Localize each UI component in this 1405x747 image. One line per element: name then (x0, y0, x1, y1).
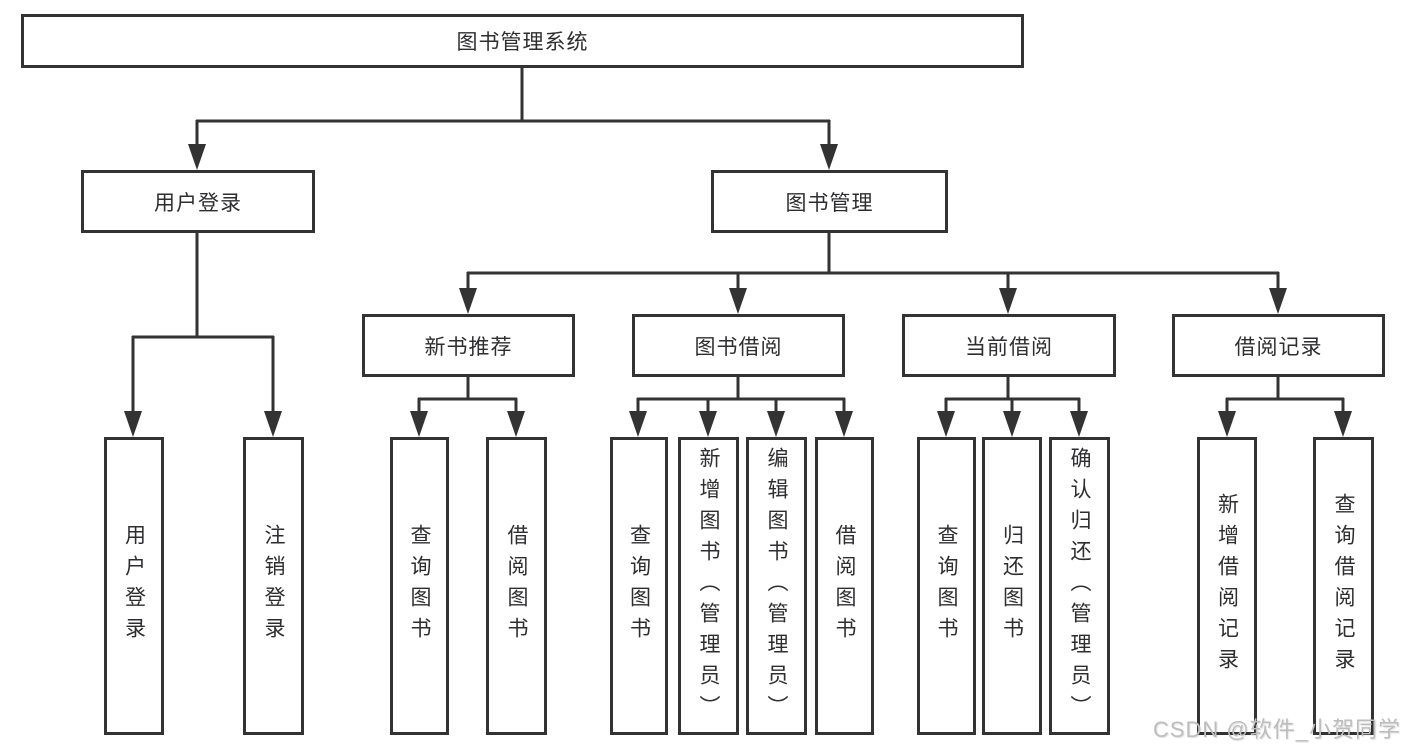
leaf-logout-label: 注销登录 (262, 524, 285, 648)
leaf-nb-borrow-books-label: 借阅图书 (505, 524, 528, 648)
leaf-br-add-record: 新增借阅记录 (1197, 437, 1257, 735)
leaf-user-login-label: 用户登录 (122, 524, 146, 648)
leaf-cb-query-books: 查询图书 (917, 437, 976, 735)
node-current-borrowing-label: 当前借阅 (965, 335, 1053, 359)
leaf-nb-query-books-label: 查询图书 (408, 524, 431, 648)
leaf-cb-query-books-label: 查询图书 (935, 524, 958, 648)
leaf-cb-confirm-return-admin-label: 确认归还（管理员） (1068, 446, 1091, 726)
leaf-bb-add-books-admin-label: 新增图书（管理员） (697, 446, 720, 726)
leaf-user-login: 用户登录 (104, 437, 164, 735)
node-borrowing-records: 借阅记录 (1172, 314, 1385, 377)
node-borrowing-records-label: 借阅记录 (1234, 335, 1323, 359)
node-root-label: 图书管理系统 (456, 31, 589, 54)
leaf-cb-return-books: 归还图书 (982, 437, 1042, 735)
leaf-br-query-record-label: 查询借阅记录 (1332, 493, 1355, 679)
leaf-logout: 注销登录 (243, 437, 304, 735)
node-new-book-recommend: 新书推荐 (362, 314, 575, 377)
leaf-br-query-record: 查询借阅记录 (1313, 437, 1374, 735)
csdn-watermark: CSDN @软件_小贺同学 (1152, 717, 1401, 742)
node-book-borrowing-label: 图书借阅 (694, 335, 783, 359)
leaf-nb-borrow-books: 借阅图书 (486, 437, 547, 735)
node-new-book-recommend-label: 新书推荐 (424, 335, 513, 359)
leaf-bb-add-books-admin: 新增图书（管理员） (678, 437, 739, 735)
node-current-borrowing: 当前借阅 (902, 314, 1116, 377)
leaf-br-add-record-label: 新增借阅记录 (1215, 493, 1239, 679)
node-user-login: 用户登录 (81, 170, 315, 233)
leaf-bb-edit-books-admin: 编辑图书（管理员） (746, 437, 807, 735)
leaf-cb-return-books-label: 归还图书 (1000, 524, 1024, 648)
node-user-login-label: 用户登录 (154, 191, 242, 215)
leaf-bb-query-books: 查询图书 (610, 437, 668, 735)
node-root: 图书管理系统 (21, 14, 1024, 68)
leaf-nb-query-books: 查询图书 (390, 437, 449, 735)
leaf-bb-borrow-books: 借阅图书 (815, 437, 874, 735)
leaf-bb-edit-books-admin-label: 编辑图书（管理员） (765, 446, 788, 726)
leaf-cb-confirm-return-admin: 确认归还（管理员） (1049, 437, 1110, 735)
node-book-borrowing: 图书借阅 (632, 314, 845, 377)
leaf-bb-borrow-books-label: 借阅图书 (833, 524, 856, 648)
node-book-management-label: 图书管理 (785, 191, 874, 215)
leaf-bb-query-books-label: 查询图书 (627, 524, 651, 648)
node-book-management: 图书管理 (711, 170, 948, 233)
